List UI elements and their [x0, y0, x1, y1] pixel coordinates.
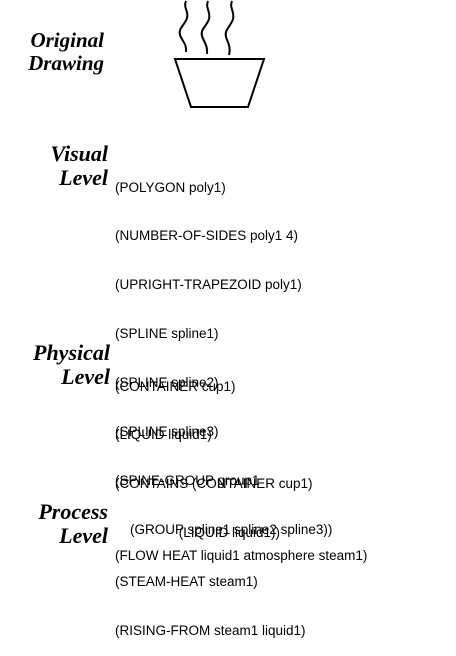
- physical-label-line-2: Level: [61, 364, 110, 390]
- process-label-line-2: Level: [59, 523, 108, 549]
- process-label-line-1: Process: [38, 499, 108, 524]
- physical-level-label: Physical Level: [0, 340, 110, 390]
- original-drawing-label: Original Drawing: [0, 28, 104, 76]
- steam-spline-2: [200, 0, 211, 55]
- process-level-label: Process Level: [0, 499, 108, 549]
- visual-fact-4: (SPLINE spline1): [115, 326, 219, 342]
- visual-fact-8: (GROUP spline1 spline2 spline3)): [115, 521, 333, 537]
- physical-fact-6: (RISING-FROM steam1 liquid1): [115, 623, 306, 639]
- original-label-line-1: Original: [30, 28, 104, 52]
- visual-level-label: Visual Level: [0, 141, 108, 191]
- visual-fact-7: (SPINE-GROUP group1: [115, 472, 260, 488]
- physical-fact-4: (LIQUID liquid1)): [115, 525, 281, 541]
- steam-spline-3: [224, 0, 235, 56]
- visual-label-line-2: Level: [59, 165, 108, 191]
- visual-fact-1: (POLYGON poly1): [115, 179, 226, 195]
- process-level-facts: (FLOW HEAT liquid1 atmosphere steam1): [115, 515, 367, 580]
- physical-level-facts: (CONTAINER cup1) (LIQUID liquid1) (CONTA…: [115, 346, 313, 656]
- visual-label-line-1: Visual: [50, 141, 108, 166]
- physical-fact-1: (CONTAINER cup1): [115, 378, 236, 394]
- visual-fact-6: (SPLINE spline3): [115, 424, 219, 440]
- physical-fact-2: (LIQUID liquid1): [115, 427, 212, 443]
- visual-fact-2: (NUMBER-OF-SIDES poly1 4): [115, 228, 299, 244]
- steam-spline-1: [178, 0, 189, 53]
- visual-fact-3: (UPRIGHT-TRAPEZOID poly1): [115, 277, 302, 293]
- cup-with-steam-drawing: [173, 0, 266, 108]
- visual-level-facts: (POLYGON poly1) (NUMBER-OF-SIDES poly1 4…: [115, 147, 332, 554]
- physical-label-line-1: Physical: [33, 340, 110, 365]
- physical-fact-3: (CONTAINS (CONTAINER cup1): [115, 476, 313, 492]
- visual-fact-5: (SPLINE spline2): [115, 375, 219, 391]
- trapezoid-cup: [173, 58, 266, 108]
- original-label-line-2: Drawing: [28, 51, 104, 76]
